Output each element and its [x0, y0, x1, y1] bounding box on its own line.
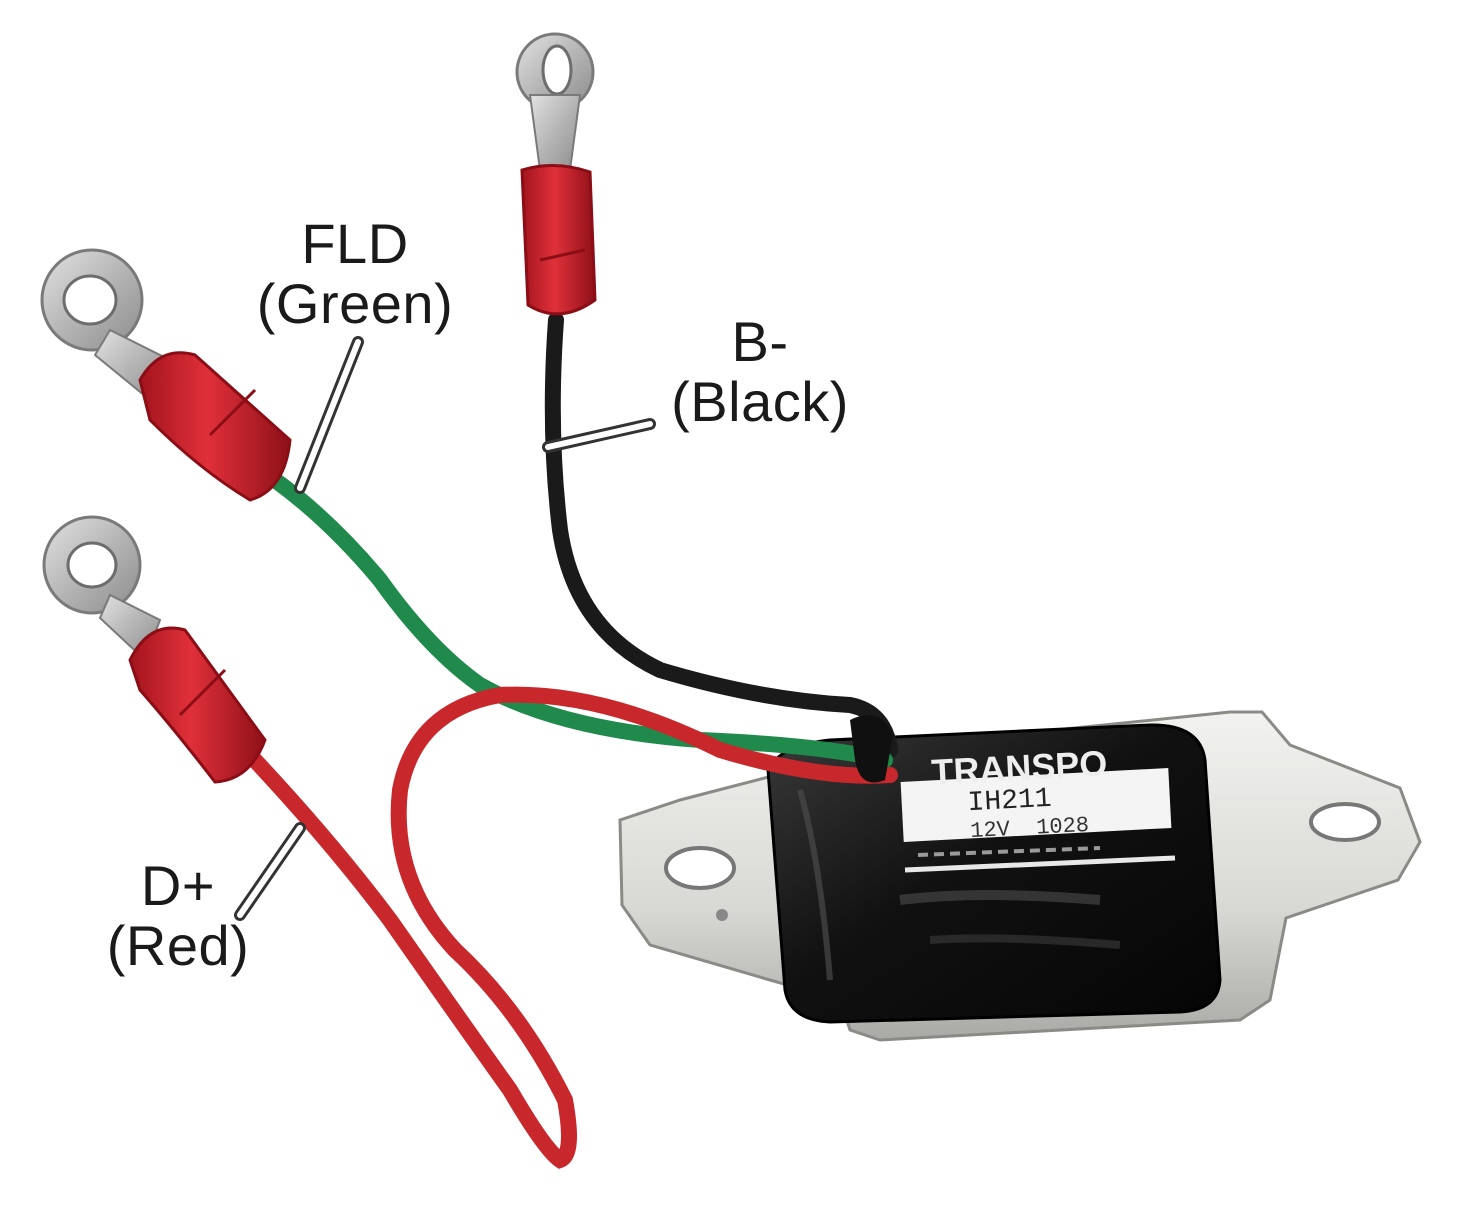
mount-hole-right — [1309, 802, 1381, 842]
leader-b-minus — [542, 418, 656, 453]
wire-red — [242, 686, 898, 1169]
callout-d-plus-name: D+ — [140, 854, 216, 917]
callout-fld-color: (Green) — [256, 272, 454, 335]
callout-d-plus: D+ (Red) — [88, 856, 268, 976]
callout-b-minus: B- (Black) — [655, 312, 865, 432]
insulator-fld — [138, 351, 292, 502]
callout-b-minus-name: B- — [731, 310, 789, 373]
callout-b-minus-color: (Black) — [671, 370, 849, 433]
callout-fld-name: FLD — [301, 212, 409, 275]
wire-green — [267, 472, 893, 768]
terminal-d-plus — [42, 515, 267, 784]
part-number-text: IH211 — [967, 784, 1053, 819]
callout-d-plus-color: (Red) — [106, 914, 250, 977]
part-label — [900, 768, 1172, 842]
brand-text: TRANSPO — [930, 742, 1108, 792]
insulator-b-minus — [520, 163, 597, 316]
terminal-b-minus — [515, 32, 597, 316]
leader-lines — [234, 336, 656, 921]
callout-fld: FLD (Green) — [240, 214, 470, 334]
leader-d-plus — [234, 822, 306, 921]
leader-fld — [294, 336, 364, 494]
insulator-d-plus — [128, 626, 267, 784]
mount-hole-left — [664, 846, 736, 890]
spec-text: 12V 1028 — [970, 813, 1090, 844]
regulator-body: TRANSPO IH211 12V 1028 — [766, 723, 1222, 1024]
terminal-fld — [40, 248, 292, 502]
